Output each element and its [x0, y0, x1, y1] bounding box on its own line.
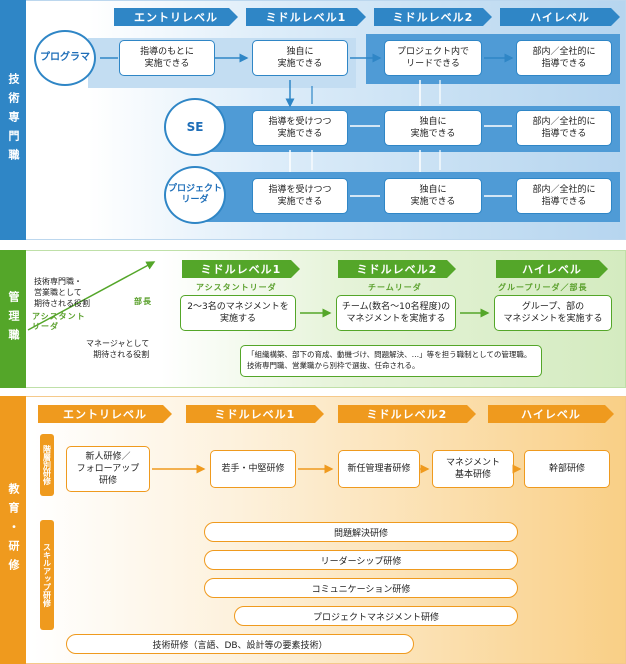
- skill-communication: コミュニケーション研修: [204, 578, 518, 598]
- skill-project-mgmt: プロジェクトマネジメント研修: [234, 606, 518, 626]
- role-programmer: プログラマ: [34, 30, 96, 86]
- mgmt-box-middle2: チーム(数名～10名程度)の マネジメントを実施する: [336, 295, 456, 331]
- skill-problem-solving: 問題解決研修: [204, 522, 518, 542]
- edu-header-entry: エントリレベル: [38, 405, 172, 423]
- mgmt-header-middle2: ミドルレベル2: [338, 260, 456, 278]
- tech-r2-middle2: 独自に 実施できる: [384, 110, 482, 146]
- mgmt-note: 「組織構築、部下の育成、動機づけ、問題解決、…」等を担う職制としての管理職。 技…: [240, 345, 542, 377]
- tech-r1-middle2: プロジェクト内で リードできる: [384, 40, 482, 76]
- edu-tier-new: 新人研修／ フォローアップ 研修: [66, 446, 150, 492]
- role-se: SE: [164, 98, 226, 156]
- tech-r2-high: 部内／全社的に 指導できる: [516, 110, 612, 146]
- tech-r1-entry: 指導のもとに 実施できる: [119, 40, 215, 76]
- tech-header-middle1: ミドルレベル1: [246, 8, 366, 26]
- tech-r3-high: 部内／全社的に 指導できる: [516, 178, 612, 214]
- mgmt-sub-group: グループリーダ／部長: [498, 283, 588, 292]
- tech-r3-middle2: 独自に 実施できる: [384, 178, 482, 214]
- tech-section-label: 技術専門職: [0, 0, 26, 240]
- tech-r1-high: 部内／全社的に 指導できる: [516, 40, 612, 76]
- edu-section-label: 教育・研修: [0, 396, 26, 664]
- edu-tier-exec: 幹部研修: [524, 450, 610, 488]
- mgmt-sub-assistant: アシスタントリーダ: [196, 283, 277, 292]
- mgmt-header-high: ハイレベル: [496, 260, 608, 278]
- mgmt-box-high: グループ、部の マネジメントを実施する: [494, 295, 612, 331]
- tech-r1-middle1: 独自に 実施できる: [252, 40, 348, 76]
- edu-skill-label: スキルアップ研修: [40, 520, 54, 630]
- mgmt-left-bucho: 部長: [134, 297, 152, 306]
- edu-tier-label: 階層別研修: [40, 434, 54, 496]
- edu-tier-newmgr: 新任管理者研修: [338, 450, 420, 488]
- tech-r3-middle1: 指導を受けつつ 実施できる: [252, 178, 348, 214]
- edu-header-middle2: ミドルレベル2: [338, 405, 476, 423]
- tech-r2-middle1: 指導を受けつつ 実施できる: [252, 110, 348, 146]
- mgmt-flow-lines: [27, 261, 490, 331]
- edu-header-high: ハイレベル: [488, 405, 614, 423]
- mgmt-header-middle1: ミドルレベル1: [182, 260, 300, 278]
- mgmt-section-label: 管理職: [0, 250, 26, 388]
- mgmt-sub-team: チームリーダ: [368, 283, 422, 292]
- skill-technical: 技術研修（言語、DB、設計等の要素技術）: [66, 634, 414, 654]
- mgmt-box-middle1: 2～3名のマネジメントを 実施する: [180, 295, 296, 331]
- edu-header-middle1: ミドルレベル1: [186, 405, 324, 423]
- edu-tier-mgmtbasic: マネジメント 基本研修: [432, 450, 514, 488]
- edu-tier-young: 若手・中堅研修: [210, 450, 296, 488]
- mgmt-left-bottom: マネージャとして 期待される役割: [86, 339, 150, 360]
- role-project-leader: プロジェクト リーダ: [164, 166, 226, 224]
- mgmt-left-assist: アシスタント リーダ: [32, 312, 86, 331]
- tech-header-middle2: ミドルレベル2: [374, 8, 492, 26]
- skill-leadership: リーダーシップ研修: [204, 550, 518, 570]
- tech-header-entry: エントリレベル: [114, 8, 238, 26]
- edu-flow-lines: [152, 464, 522, 474]
- tech-header-high: ハイレベル: [500, 8, 620, 26]
- mgmt-left-top: 技術専門職・ 営業職として 期待される役割: [34, 277, 90, 309]
